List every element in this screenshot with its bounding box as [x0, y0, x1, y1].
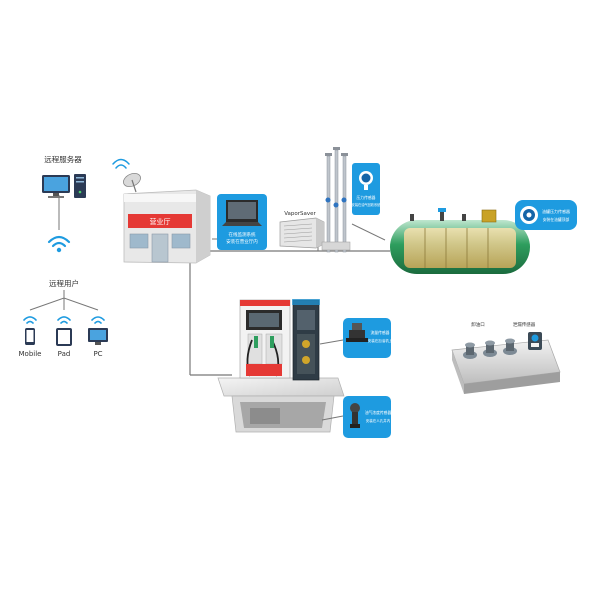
remote-server-group: 远程服务器 — [42, 154, 86, 253]
unload-port-icon — [483, 340, 497, 357]
shop-sign-label: 营业厅 — [150, 217, 171, 226]
tank-sensor-text-line2: 安装在油罐顶部 — [543, 217, 570, 222]
vaporsaver-label: VaporSaver — [284, 211, 316, 217]
pressure-sensor-text-line2: 安装在油气回收系统 — [352, 202, 381, 207]
pressure-sensor-callout: 压力传感器 安装在油气回收系统 — [352, 163, 381, 215]
dispenser-cutaway — [292, 299, 320, 381]
controller-callout: 在线监测系统 安装在营业厅内 — [217, 194, 267, 250]
remote-users-group: 远程用户 Mobile Pad PC — [19, 278, 108, 358]
wifi-icon — [47, 235, 71, 253]
flow-sensor-text-line2: 安装在加油机上 — [368, 338, 393, 343]
vent-pipes — [321, 147, 351, 253]
tank-sensor-callout: 油罐压力传感器 安装在油罐顶部 — [515, 200, 577, 230]
remote-server-label: 远程服务器 — [44, 154, 82, 164]
gas-sensor-text-line1: 油气浓度传感器 — [365, 410, 392, 415]
vaporsaver-unit: VaporSaver — [279, 211, 325, 249]
leak-sensor-label: 泄漏传感器 — [513, 321, 536, 328]
pc-label: PC — [93, 350, 102, 358]
connection-lines — [58, 195, 390, 376]
flow-sensor-icon — [346, 323, 368, 342]
gas-sensor-text-line2: 安装在人孔井内 — [366, 418, 391, 423]
flow-sensor-callout: 流量传感器 安装在加油机上 — [319, 318, 393, 358]
laptop-icon — [222, 200, 262, 226]
flow-sensor-text-line1: 流量传感器 — [371, 330, 390, 335]
satellite-dish-icon — [123, 172, 141, 193]
wifi-small-icon — [23, 316, 105, 324]
wifi-signal-icon — [112, 158, 130, 169]
unload-port-icon — [503, 338, 517, 355]
fuel-dispenser — [239, 299, 291, 379]
gas-sensor-callout: 油气浓度传感器 安装在人孔井内 — [321, 396, 392, 438]
pad-icon — [56, 328, 72, 346]
server-tower-icon — [74, 174, 86, 198]
pad-label: Pad — [58, 350, 71, 358]
tank-sensor-text-line1: 油罐压力传感器 — [542, 208, 570, 214]
dispenser-island — [217, 299, 345, 433]
tank-sensor-icon — [520, 206, 538, 224]
unload-port-label: 卸油口 — [471, 321, 485, 328]
unloading-port-panel: 卸油口 泄漏传感器 — [451, 321, 561, 394]
leak-sensor-icon — [528, 332, 542, 350]
monitor-icon — [42, 175, 70, 198]
remote-users-label: 远程用户 — [49, 278, 79, 288]
mobile-icon — [25, 328, 35, 345]
business-hall-building: 营业厅 — [112, 158, 211, 264]
storage-tank — [390, 208, 530, 274]
mobile-label: Mobile — [19, 350, 42, 358]
unload-port-icon — [463, 342, 477, 359]
pc-icon — [88, 328, 108, 345]
pressure-sensor-icon — [359, 171, 373, 190]
gas-sensor-icon — [350, 403, 360, 428]
controller-text-line1: 在线监测系统 — [229, 231, 256, 238]
controller-text-line2: 安装在营业厅内 — [226, 238, 258, 245]
pressure-sensor-text-line1: 压力传感器 — [357, 195, 376, 200]
